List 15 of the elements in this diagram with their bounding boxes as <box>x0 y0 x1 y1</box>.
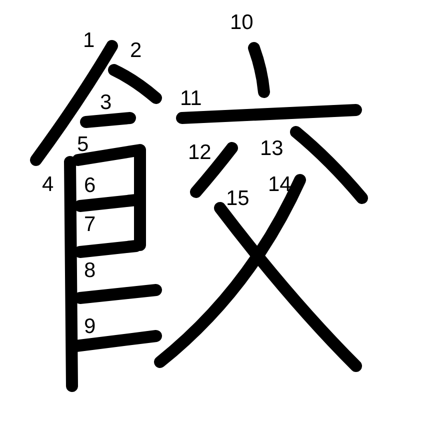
stroke-number: 7 <box>84 214 96 235</box>
stroke-number: 9 <box>84 316 96 337</box>
stroke-number: 15 <box>226 188 250 209</box>
stroke-number: 6 <box>84 175 96 196</box>
stroke-number: 12 <box>188 142 212 163</box>
stroke-number: 3 <box>100 92 112 113</box>
stroke-number: 2 <box>130 40 142 61</box>
stroke-number: 10 <box>230 12 254 33</box>
stroke-number: 8 <box>84 260 96 281</box>
stroke-number: 5 <box>77 134 89 155</box>
stroke-number: 1 <box>83 30 95 51</box>
stroke-number: 13 <box>260 138 284 159</box>
stroke-number: 4 <box>42 174 54 195</box>
stroke-number: 14 <box>268 174 292 195</box>
stroke-number: 11 <box>180 88 202 109</box>
